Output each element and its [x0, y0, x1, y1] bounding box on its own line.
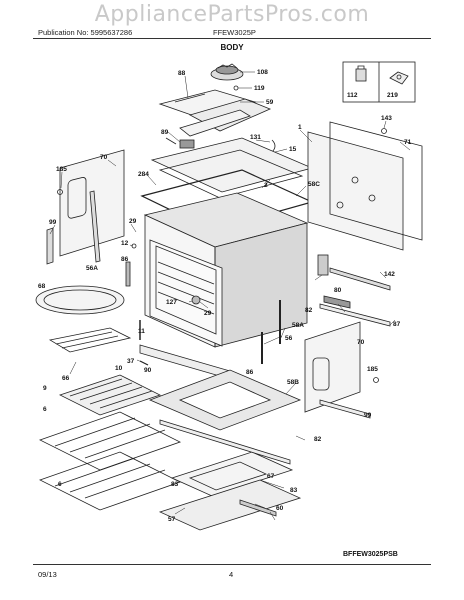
part-67-bottom-element	[170, 451, 294, 497]
leader-lines	[49, 71, 411, 521]
part-219-bracket	[389, 71, 409, 85]
callout-70-left: 70	[100, 154, 108, 161]
callout-labels: 88 108 119 59 89 131 15 143 1 71 185 70 …	[38, 69, 412, 523]
part-131-wire	[271, 139, 276, 153]
callout-29-lower: 29	[204, 310, 212, 317]
callout-143: 143	[381, 115, 392, 122]
part-185-screw-right	[373, 377, 379, 383]
part-119-screw	[233, 85, 239, 91]
callout-29-upper: 29	[129, 218, 137, 225]
callout-58a: 58A	[292, 322, 304, 329]
callout-66: 66	[62, 375, 70, 382]
callout-185-left: 185	[56, 166, 67, 173]
part-6-oven-rack-upper	[38, 411, 182, 471]
diagram-code: BFFEW3025PSB	[343, 551, 398, 558]
callout-12: 12	[121, 240, 129, 247]
part-108-convection-fan	[210, 63, 244, 81]
callout-15: 15	[289, 146, 297, 153]
callout-80: 80	[334, 287, 342, 294]
callout-82-lower: 82	[314, 436, 322, 443]
part-12-screw	[131, 243, 137, 249]
part-90-kick-panel	[139, 344, 231, 380]
callout-90: 90	[144, 367, 152, 374]
callout-99-left: 99	[49, 219, 57, 226]
callout-68: 68	[38, 283, 46, 290]
callout-37: 37	[127, 358, 135, 365]
callout-127: 127	[166, 299, 177, 306]
callout-57: 57	[168, 516, 176, 523]
header-rule	[33, 38, 431, 39]
section-title: BODY	[220, 43, 244, 52]
callout-86-lower: 86	[246, 369, 254, 376]
callout-99-right: 99	[364, 412, 372, 419]
part-71-rear-cover	[329, 121, 423, 241]
callout-88: 88	[178, 70, 186, 77]
callout-87: 87	[393, 321, 401, 328]
part-68-broil-pan	[35, 285, 125, 315]
callout-131: 131	[250, 134, 261, 141]
callout-284: 284	[138, 171, 149, 178]
part-66-bake-element	[48, 327, 132, 353]
callout-56: 56	[285, 335, 293, 342]
callout-219: 219	[387, 92, 398, 99]
callout-112: 112	[347, 92, 358, 99]
page-number: 4	[229, 570, 234, 579]
callout-89: 89	[161, 129, 169, 136]
callout-185-right: 185	[367, 366, 378, 373]
part-82-bracket	[323, 295, 351, 309]
part-83-rail	[159, 419, 291, 465]
callout-6-upper: 6	[43, 406, 47, 413]
part-127-oven-light	[191, 295, 201, 305]
callout-56a: 56A	[86, 265, 98, 272]
callout-60: 60	[276, 505, 284, 512]
part-142-rail	[329, 267, 391, 291]
part-56a-strip	[89, 190, 101, 263]
callout-71: 71	[404, 139, 412, 146]
part-99-lower-rail	[319, 399, 371, 419]
callout-58c: 58C	[308, 181, 320, 188]
callout-10: 10	[115, 365, 123, 372]
callout-59: 59	[266, 99, 274, 106]
callout-83-right: 83	[290, 487, 298, 494]
oven-cavity	[143, 192, 309, 348]
callout-119: 119	[254, 85, 265, 92]
callout-9: 9	[43, 385, 47, 392]
callout-82-upper: 82	[305, 307, 313, 314]
part-1-back-panel	[307, 131, 404, 251]
part-60-bracket	[239, 499, 277, 517]
part-9-broil-insert	[58, 374, 162, 416]
part-57-base-pan	[158, 479, 302, 531]
callout-142: 142	[384, 271, 395, 278]
callout-86-upper: 86	[121, 256, 129, 263]
watermark: AppliancePartsPros.com	[94, 2, 370, 27]
part-87-rail	[319, 303, 391, 327]
publication-number: Publication No: 5995637286	[38, 28, 133, 37]
callout-70-right: 70	[357, 339, 365, 346]
callout-58b: 58B	[287, 379, 299, 386]
part-143-screw	[381, 128, 387, 134]
callout-6-lower: 6	[58, 481, 62, 488]
footer-date: 09/13	[38, 570, 57, 579]
part-99-side-trim	[46, 227, 54, 265]
callout-2: 2	[264, 182, 268, 189]
footer-rule	[33, 564, 431, 565]
part-185-screw	[57, 189, 63, 195]
model-number: FFEW3025P	[213, 28, 256, 37]
part-86-hinge	[125, 261, 131, 287]
part-89-thermal-cutout	[165, 137, 195, 149]
part-2-top-insulation	[150, 137, 314, 193]
part-80-hinge-receiver	[317, 254, 329, 276]
callout-83-left: 83	[171, 481, 179, 488]
callout-11: 11	[138, 328, 145, 335]
part-112-sensor-clip	[355, 65, 367, 82]
callout-67: 67	[267, 473, 275, 480]
part-70-right-side-panel	[304, 321, 361, 413]
callout-108: 108	[257, 69, 268, 76]
callout-1: 1	[298, 124, 302, 131]
